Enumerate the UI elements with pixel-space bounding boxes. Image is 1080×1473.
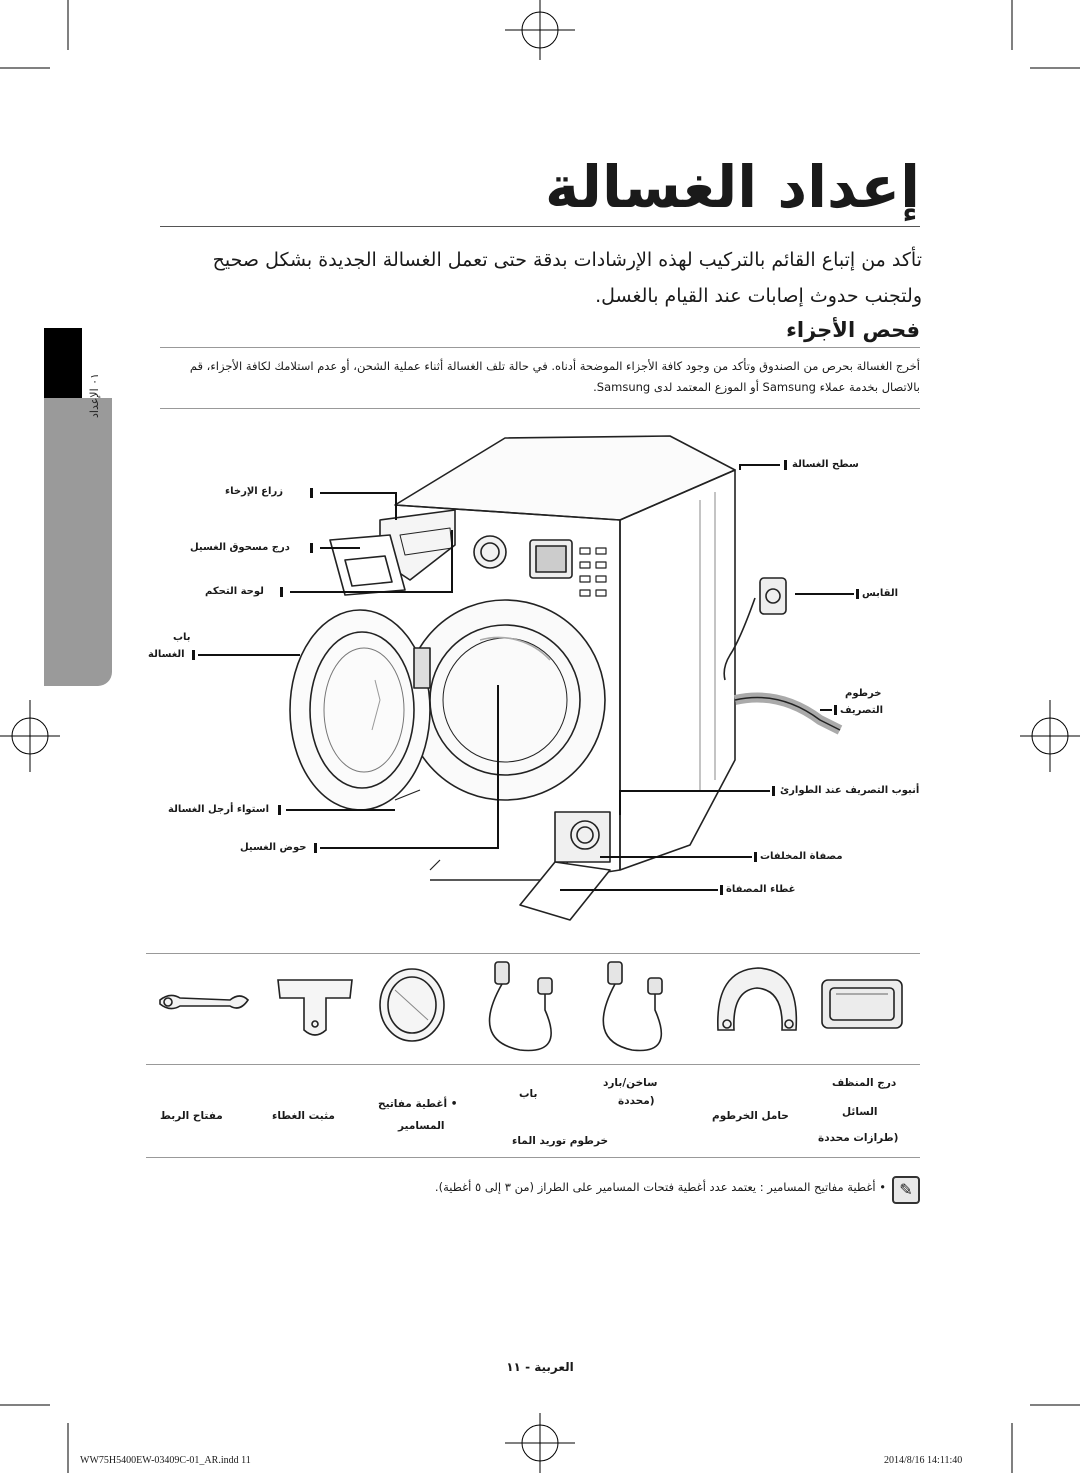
chapter-tab-dark — [44, 328, 82, 398]
hot-water-hose-icon — [488, 961, 553, 1052]
cap-icon — [277, 979, 353, 1036]
chapter-tab-grey — [44, 398, 112, 686]
acc-optional-label: (محددة — [618, 1095, 655, 1107]
section-rule — [160, 347, 920, 348]
acc-liquid-note-label: (طرازات محددة — [818, 1132, 899, 1144]
section-title: فحص الأجزاء — [786, 318, 920, 342]
accessories-mid-rule — [146, 1064, 920, 1065]
bolt-caps-icon — [379, 968, 445, 1042]
label-leveling-feet: استواء أرجل الغسالة — [168, 804, 270, 815]
label-worktop: سطح الغسالة — [792, 459, 859, 470]
label-control-panel: لوحة التحكم — [205, 586, 264, 597]
acc-hot-cold-label: ساخن/بارد — [603, 1077, 658, 1089]
note-box: ✎ • أغطية مفاتيح المسامير : يعتمد عدد أغ… — [160, 1176, 920, 1204]
label-wash-tub: حوض الغسيل — [240, 842, 307, 853]
accessories-bottom-rule — [146, 1157, 920, 1158]
acc-bolt-caps-label-2: المسامير — [398, 1120, 445, 1132]
label-release-lever: زراع الإرخاء — [225, 486, 283, 497]
accessories-top-rule — [146, 953, 920, 954]
notice-paragraph: أخرج الغسالة بحرص من الصندوق وتأكد من وج… — [189, 359, 920, 394]
intro-paragraph: تأكد من إتباع القائم بالتركيب لهذه الإرش… — [212, 249, 922, 307]
footer-timestamp: 2014/8/16 14:11:40 — [884, 1455, 963, 1466]
label-drain-hose-bottom: التصريف — [840, 705, 884, 716]
label-door-bottom: الغسالة — [148, 649, 185, 660]
label-plug: القابس — [862, 588, 899, 599]
title-rule — [160, 226, 920, 227]
acc-door-label: باب — [519, 1088, 538, 1100]
label-filter-cover: غطاء المصفاة — [726, 884, 796, 895]
acc-liquid-label: السائل — [842, 1106, 878, 1118]
hose-guide-icon — [717, 967, 798, 1031]
label-emergency-drain: أنبوب التصريف عند الطوارئ — [780, 785, 920, 796]
notice-rule — [160, 408, 920, 409]
label-debris-filter: مصفاة المخلفات — [760, 851, 843, 862]
wrench-icon — [159, 994, 250, 1010]
acc-wrench-label: مفتاح الربط — [160, 1110, 223, 1122]
cold-water-hose-icon — [602, 961, 663, 1052]
acc-bolt-caps-label-1: • أغطية مفاتيح — [378, 1098, 458, 1110]
note-text: • أغطية مفاتيح المسامير : يعتمد عدد أغطي… — [434, 1180, 886, 1194]
acc-liquid-top-label: درج المنظف — [832, 1077, 897, 1089]
acc-water-hose-label: خرطوم توريد الماء — [512, 1135, 609, 1147]
label-door-top: باب — [173, 632, 191, 643]
acc-hose-guide-label: حامل الخرطوم — [712, 1110, 789, 1122]
liquid-detergent-icon — [821, 979, 903, 1029]
acc-cap-label: مثبت الغطاء — [272, 1110, 335, 1122]
label-drain-hose-top: خرطوم — [845, 688, 882, 699]
note-icon: ✎ — [892, 1176, 920, 1204]
page-title: إعداد الغسالة — [545, 153, 920, 221]
page-number: العربية - ١١ — [506, 1360, 574, 1374]
label-detergent-drawer: درج مسحوق الغسيل — [190, 542, 290, 553]
footer-filename: WW75H5400EW-03409C-01_AR.indd 11 — [80, 1455, 251, 1466]
